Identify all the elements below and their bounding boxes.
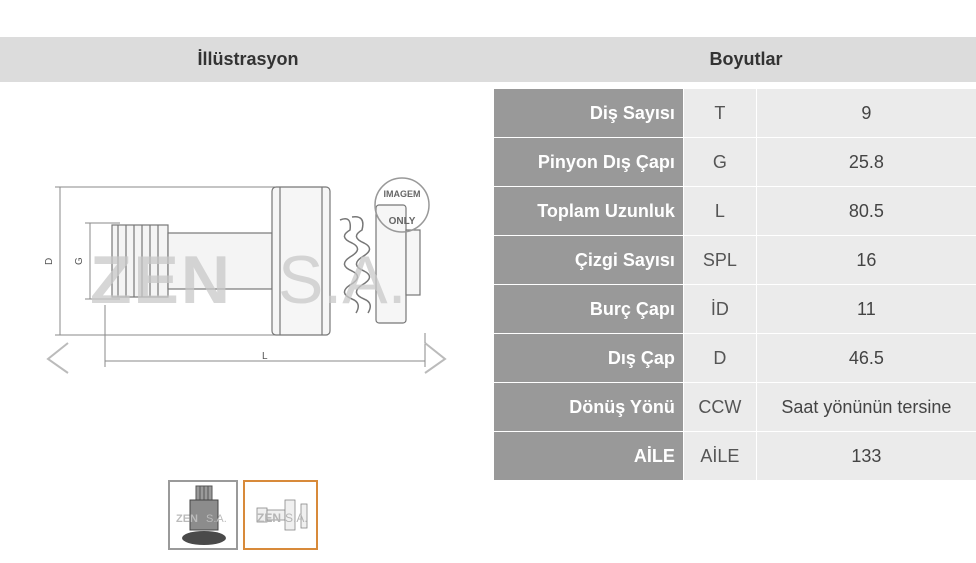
- drawing-thumbnail-image: ZEN S.A.: [256, 499, 308, 531]
- row-label: Toplam Uzunluk: [494, 186, 684, 236]
- table-row: Pinyon Dış Çapı G 25.8: [494, 137, 976, 187]
- thumbnail-watermark-suffix-2: S.A.: [285, 511, 308, 525]
- thumbnail-watermark-suffix-1: S.A.: [206, 513, 227, 525]
- row-label: AİLE: [494, 431, 684, 481]
- row-value: 80.5: [756, 186, 976, 236]
- row-symbol: SPL: [682, 235, 757, 285]
- row-value: 25.8: [756, 137, 976, 187]
- table-row: Dış Çap D 46.5: [494, 333, 976, 383]
- row-symbol: L: [682, 186, 757, 236]
- table-row: AİLE AİLE 133: [494, 431, 976, 481]
- thumbnail-watermark-2: ZEN: [257, 511, 281, 525]
- row-symbol: İD: [682, 284, 757, 334]
- row-value: 9: [756, 89, 976, 138]
- table-row: Burç Çapı İD 11: [494, 284, 976, 334]
- dimensions-table: Diş Sayısı T 9 Pinyon Dış Çapı G 25.8 To…: [494, 89, 976, 481]
- starter-drive-drawing: IMAGEM ONLY D G L ZEN S.A.: [44, 177, 447, 374]
- thumbnail-strip: ZEN S.A. ZEN S.A.: [168, 480, 318, 554]
- row-value: 46.5: [756, 333, 976, 383]
- row-value: 11: [756, 284, 976, 334]
- row-symbol: AİLE: [682, 431, 757, 481]
- row-symbol: T: [682, 89, 757, 138]
- illustration-title: İllüstrasyon: [197, 49, 299, 69]
- dimension-g-label: G: [74, 257, 85, 265]
- dimension-d-label: D: [44, 258, 55, 265]
- stamp-text-top: IMAGEM: [384, 189, 421, 199]
- row-label: Burç Çapı: [494, 284, 684, 334]
- row-symbol: G: [682, 137, 757, 187]
- section-header-bar: İllüstrasyon Boyutlar: [0, 37, 976, 82]
- row-label: Pinyon Dış Çapı: [494, 137, 684, 187]
- imagem-stamp: [374, 177, 430, 233]
- row-symbol: CCW: [682, 382, 757, 432]
- brand-watermark: ZEN: [90, 242, 232, 318]
- row-value: 16: [756, 235, 976, 285]
- table-row: Çizgi Sayısı SPL 16: [494, 235, 976, 285]
- row-value: 133: [756, 431, 976, 481]
- stamp-text-bottom: ONLY: [389, 216, 416, 227]
- thumbnail-photo[interactable]: ZEN S.A.: [168, 480, 238, 550]
- product-illustration: IMAGEM ONLY D G L ZEN S.A.: [40, 175, 450, 375]
- photo-thumbnail-image: ZEN S.A.: [176, 485, 227, 545]
- row-label: Diş Sayısı: [494, 89, 684, 138]
- table-row: Toplam Uzunluk L 80.5: [494, 186, 976, 236]
- table-row: Dönüş Yönü CCW Saat yönünün tersine: [494, 382, 976, 432]
- thumbnail-drawing-selected[interactable]: ZEN S.A.: [243, 480, 318, 550]
- thumbnail-watermark-1: ZEN: [176, 513, 198, 525]
- dimensions-title: Boyutlar: [709, 49, 783, 69]
- row-label: Dönüş Yönü: [494, 382, 684, 432]
- row-value: Saat yönünün tersine: [756, 382, 976, 432]
- row-label: Dış Çap: [494, 333, 684, 383]
- row-symbol: D: [682, 333, 757, 383]
- dimension-l-label: L: [262, 351, 268, 362]
- table-row: Diş Sayısı T 9: [494, 89, 976, 138]
- row-label: Çizgi Sayısı: [494, 235, 684, 285]
- brand-watermark-suffix: S.A.: [278, 242, 407, 318]
